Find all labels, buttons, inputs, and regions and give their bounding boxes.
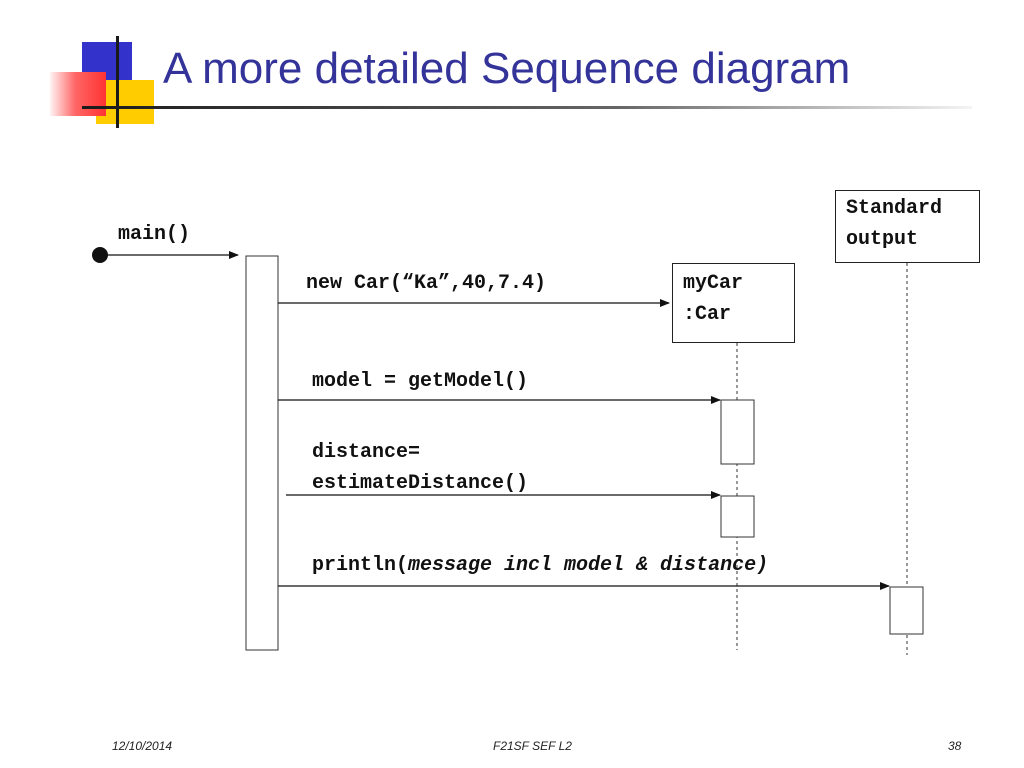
- stdout-line2: output: [846, 228, 919, 251]
- title-underline: [82, 106, 972, 109]
- println-italic-args: message incl model & distance): [408, 554, 769, 577]
- getmodel-activation: [720, 399, 755, 465]
- slide-logo: [0, 0, 170, 140]
- println-message-label: println(message incl model & distance): [312, 550, 768, 581]
- logo-vertical-line: [116, 36, 119, 128]
- stdout-line1: Standard: [846, 197, 943, 220]
- mycar-class: :Car: [683, 303, 732, 326]
- footer-date: 12/10/2014: [112, 739, 173, 753]
- slide-title: A more detailed Sequence diagram: [163, 44, 851, 93]
- estimate-message-label-line2: estimateDistance(): [312, 472, 529, 495]
- main-activation-bar: [245, 255, 279, 651]
- estimate-message-label-line1: distance=: [312, 441, 421, 464]
- getmodel-message-label: model = getModel(): [312, 370, 529, 393]
- footer-page-number: 38: [948, 739, 962, 753]
- stdout-object-box: Standard output: [835, 190, 980, 263]
- println-activation: [889, 586, 924, 635]
- footer-course: F21SF SEF L2: [493, 739, 572, 753]
- mycar-name: myCar: [683, 272, 744, 295]
- main-label: main(): [118, 223, 191, 246]
- mycar-object-box: myCar :Car: [672, 263, 795, 343]
- estimatedistance-activation: [720, 495, 755, 538]
- println-prefix: println(: [312, 554, 409, 577]
- constructor-message-label: new Car(“Ka”,40,7.4): [306, 272, 547, 295]
